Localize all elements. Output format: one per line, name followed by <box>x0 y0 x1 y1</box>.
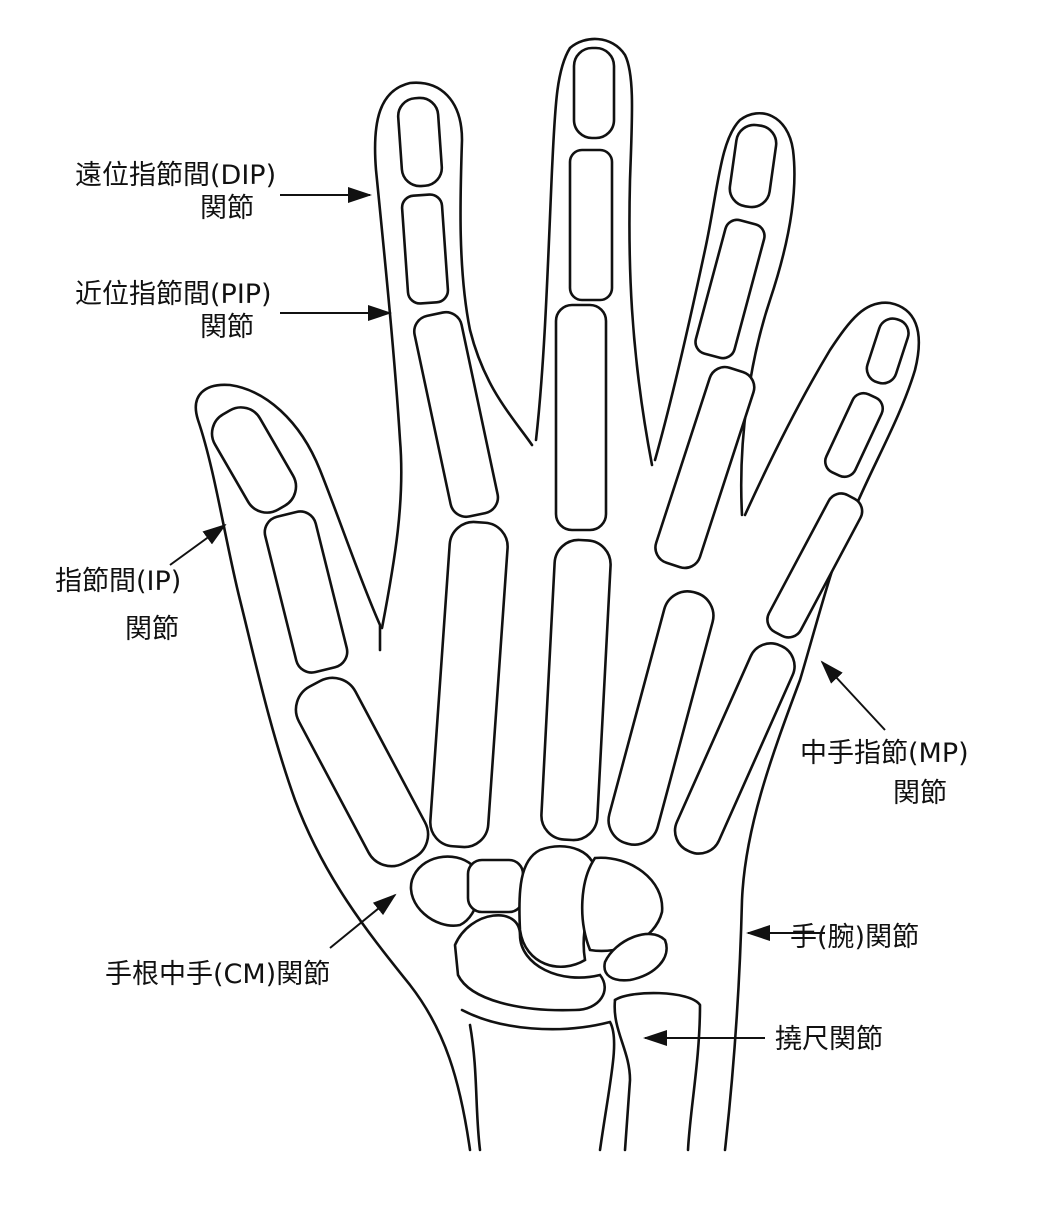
label-mp-line1: 中手指節(MP) <box>800 738 969 769</box>
label-cm-joint: 手根中手(CM)関節 <box>105 893 397 990</box>
bones <box>210 46 910 1152</box>
label-dip-line1: 遠位指節間(DIP) <box>75 160 276 191</box>
label-dip-joint: 遠位指節間(DIP) 関節 <box>75 160 372 224</box>
label-ip-line2: 関節 <box>125 614 179 645</box>
label-cm: 手根中手(CM)関節 <box>105 959 330 990</box>
label-wrist: 手(腕)関節 <box>790 922 919 953</box>
label-pip-line2: 関節 <box>200 312 254 343</box>
label-wrist-joint: 手(腕)関節 <box>746 922 919 953</box>
label-radioulnar-joint: 撓尺関節 <box>643 1024 883 1055</box>
label-pip-line1: 近位指節間(PIP) <box>75 279 272 310</box>
label-mp-line2: 関節 <box>893 778 947 809</box>
arrow-icon <box>169 523 227 566</box>
arrow-icon <box>329 893 397 949</box>
label-dip-line2: 関節 <box>200 193 254 224</box>
arrow-icon <box>820 660 886 731</box>
label-mp-joint: 中手指節(MP) 関節 <box>800 660 969 809</box>
label-ip-line1: 指節間(IP) <box>55 566 181 597</box>
label-pip-joint: 近位指節間(PIP) 関節 <box>75 279 392 343</box>
label-ip-joint: 指節間(IP) 関節 <box>55 523 227 645</box>
label-radioulnar: 撓尺関節 <box>775 1024 883 1055</box>
